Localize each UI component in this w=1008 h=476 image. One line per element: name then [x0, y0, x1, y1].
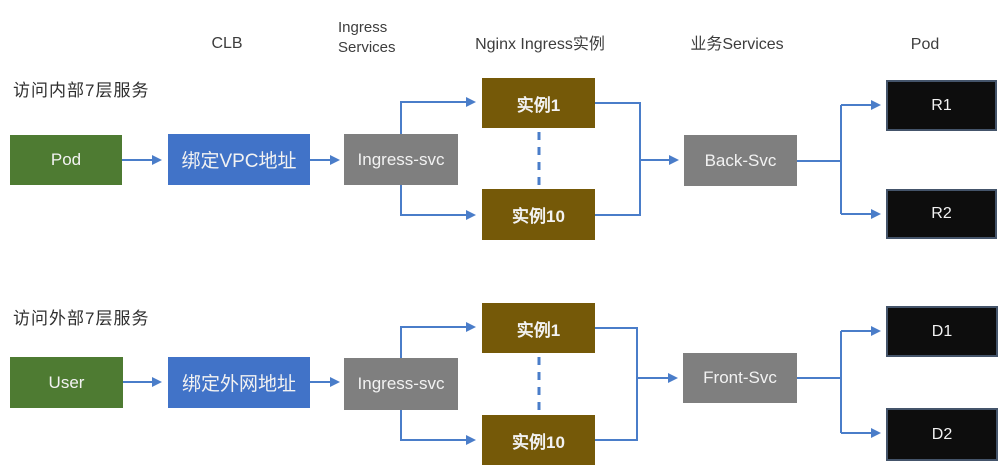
arrow-ingress-to-instance1	[400, 97, 476, 134]
node-external-ingress-svc: Ingress-svc	[344, 358, 458, 410]
node-internal-instance-1: 实例1	[482, 78, 595, 128]
node-front-svc: Front-Svc	[683, 353, 797, 403]
node-internal-ingress-svc: Ingress-svc	[344, 134, 458, 185]
node-back-svc: Back-Svc	[684, 135, 797, 186]
column-header-clb: CLB	[211, 35, 243, 52]
column-header-ingress-services: Ingress Services	[338, 19, 396, 57]
split-front-svc	[797, 331, 842, 433]
column-header-pod: Pod	[910, 36, 940, 53]
node-internal-source-pod: Pod	[10, 135, 122, 185]
node-pod-d2: D2	[886, 408, 998, 461]
arrow-ingress-to-instance10	[400, 185, 476, 220]
node-internal-clb-vpc-address: 绑定VPC地址	[168, 134, 310, 185]
node-pod-r1: R1	[886, 80, 997, 131]
node-pod-d1: D1	[886, 306, 998, 357]
split-back-svc	[797, 105, 842, 214]
arrow-ingress-to-instance1-2	[400, 322, 476, 358]
internal-flow-title: 访问内部7层服务	[13, 81, 150, 100]
external-flow-title: 访问外部7层服务	[13, 309, 150, 328]
column-header-business-services: 业务Services	[690, 36, 784, 53]
merge-instances-top	[595, 102, 641, 216]
node-external-clb-wan-address: 绑定外网地址	[168, 357, 310, 408]
node-internal-instance-10: 实例10	[482, 189, 595, 240]
node-external-instance-1: 实例1	[482, 303, 595, 353]
column-header-nginx-ingress: Nginx Ingress实例	[475, 36, 605, 53]
node-pod-r2: R2	[886, 189, 997, 239]
arrow-ingress-to-instance10-2	[400, 410, 476, 445]
node-external-instance-10: 实例10	[482, 415, 595, 465]
merge-instances-bottom	[595, 327, 638, 441]
node-external-source-user: User	[10, 357, 123, 408]
